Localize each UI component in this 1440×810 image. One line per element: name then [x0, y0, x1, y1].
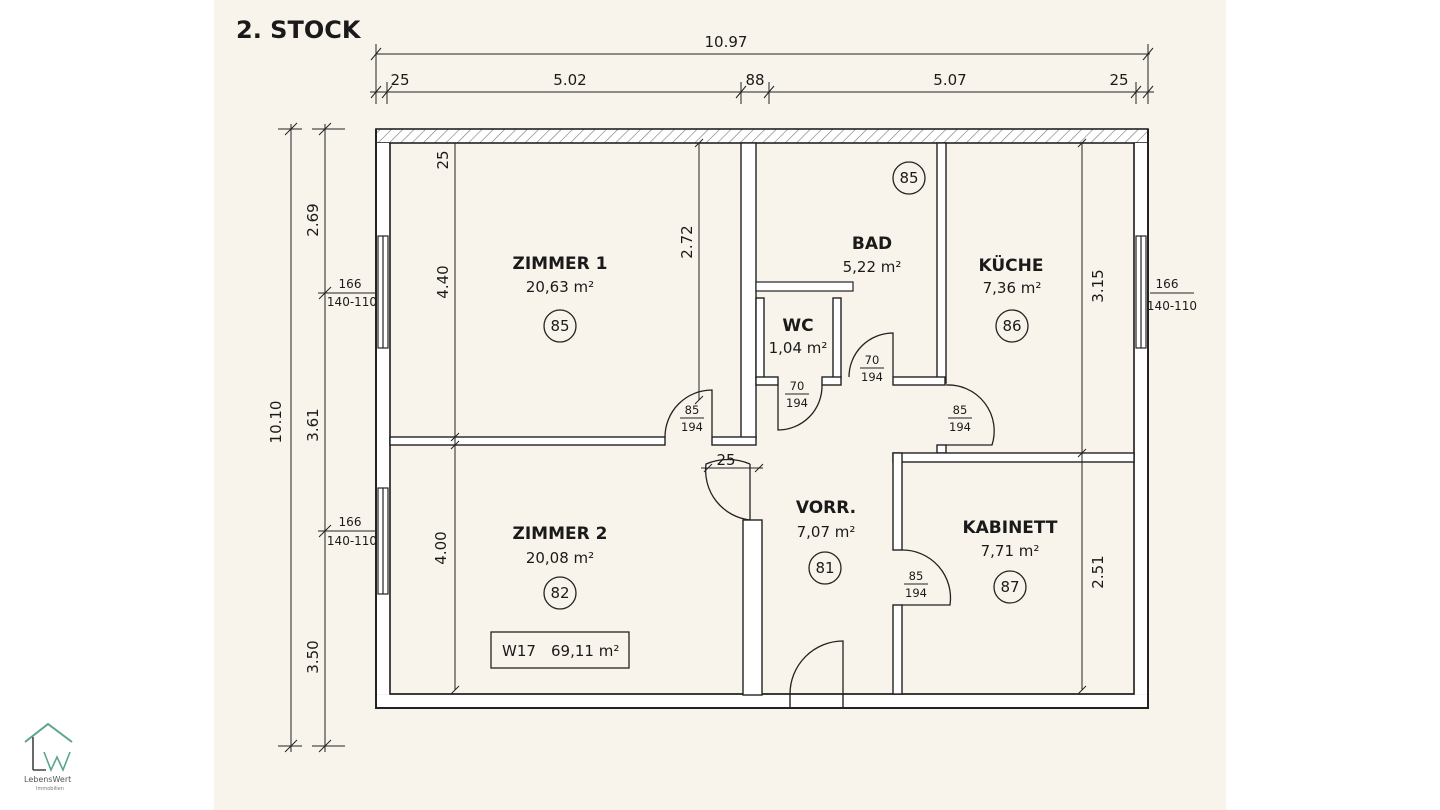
room-area: 7,07 m²: [797, 523, 856, 541]
dim-height-bot: 3.50: [304, 640, 322, 673]
dim-seg-e: 25: [1109, 71, 1128, 89]
window-right-height: 140-110: [1147, 299, 1197, 313]
room-kueche: KÜCHE 7,36 m² 86: [979, 254, 1044, 343]
door-kabinett-width: 85: [909, 569, 924, 583]
window-left-bottom-height: 140-110: [327, 534, 377, 548]
dim-total-width: 10.97: [705, 33, 748, 51]
door-zimmer1-width: 85: [685, 403, 700, 417]
dim-zimmer1-height: 4.40: [434, 265, 452, 298]
room-zimmer2: ZIMMER 2 20,08 m² 82: [513, 524, 608, 610]
left-dimension-lines: [278, 122, 380, 753]
dim-kabinett-height: 2.51: [1089, 555, 1107, 588]
door-zimmer1-height: 194: [681, 420, 703, 434]
door-kueche-width: 85: [953, 403, 968, 417]
room-badge: 85: [899, 169, 918, 187]
room-badge-circle: [892, 161, 926, 195]
top-dimension-lines: [370, 44, 1154, 104]
door-swings: [664, 332, 995, 695]
dim-seg-a: 25: [390, 71, 409, 89]
room-name: ZIMMER 1: [513, 254, 608, 274]
room-area: 20,63 m²: [526, 278, 594, 296]
window-left-top-width: 166: [339, 277, 362, 291]
room-badge-circle: [808, 551, 842, 585]
window-label-lines: [330, 292, 1194, 532]
dim-kueche-height: 3.15: [1089, 269, 1107, 302]
room-badge: 86: [1002, 317, 1021, 335]
room-area: 7,71 m²: [981, 542, 1040, 560]
paper-background: [214, 0, 1226, 810]
logo-roof-icon: [24, 722, 73, 743]
windows: [377, 235, 1147, 595]
room-area: 20,08 m²: [526, 549, 594, 567]
room-area: 5,22 m²: [843, 258, 902, 276]
door-kabinett-height: 194: [905, 586, 927, 600]
door-zimmer2: [704, 458, 751, 521]
room-wc: WC 1,04 m²: [769, 316, 828, 357]
door-bad: [848, 332, 894, 378]
logo-name: LebensWert: [24, 775, 71, 784]
room-name: VORR.: [796, 498, 856, 518]
door-entry: [789, 640, 844, 695]
door-bad-width: 70: [865, 353, 880, 367]
top-wall-hatched: [375, 128, 1149, 144]
room-badge-circle: [543, 309, 577, 343]
room-name: ZIMMER 2: [513, 524, 608, 544]
room-area: 1,04 m²: [769, 339, 828, 357]
dim-seg-c: 88: [745, 71, 764, 89]
dim-seg-d: 5.07: [933, 71, 966, 89]
window-left-top-height: 140-110: [327, 295, 377, 309]
room-badge-circle: [543, 576, 577, 610]
door-kueche: [945, 384, 995, 446]
interior-dimension-lines: [450, 138, 1087, 695]
dim-seg-b: 5.02: [553, 71, 586, 89]
room-badge: 82: [550, 584, 569, 602]
room-name: KABINETT: [962, 518, 1057, 538]
dim-zimmer1-inner: 2.72: [678, 225, 696, 258]
room-badge-circle: [995, 309, 1029, 343]
dim-zimmer1-sill: 25: [434, 150, 452, 169]
logo-w-icon: [43, 751, 71, 773]
dim-height-mid: 3.61: [304, 408, 322, 441]
window-right-width: 166: [1156, 277, 1179, 291]
door-zimmer1: [664, 389, 713, 438]
door-labels: 85 194 70 194 70 194 85 194 85 194: [680, 353, 972, 600]
room-vorraum: VORR. 7,07 m² 81: [796, 498, 856, 585]
window-left-bottom-width: 166: [339, 515, 362, 529]
unit-id: W17: [502, 642, 536, 660]
room-kabinett: KABINETT 7,71 m² 87: [962, 518, 1058, 604]
door-wc: [777, 384, 823, 431]
room-badge: 87: [1000, 578, 1019, 596]
dim-wall-thickness: 25: [716, 451, 735, 469]
logo-subtitle: Immobilien: [36, 786, 64, 792]
dim-zimmer2-height: 4.00: [432, 531, 450, 564]
room-name: BAD: [852, 234, 892, 254]
dim-total-height: 10.10: [267, 401, 285, 444]
door-wc-height: 194: [786, 396, 808, 410]
door-kabinett: [901, 549, 952, 606]
unit-area: 69,11 m²: [551, 642, 619, 660]
door-kueche-height: 194: [949, 420, 971, 434]
unit-summary-box: W17 69,11 m²: [490, 631, 630, 669]
dim-height-top: 2.69: [304, 203, 322, 236]
room-bad: 85 BAD 5,22 m²: [843, 161, 926, 276]
door-bad-height: 194: [861, 370, 883, 384]
room-badge: 81: [815, 559, 834, 577]
room-badge: 85: [550, 317, 569, 335]
logo-l-icon: [32, 737, 46, 771]
room-zimmer1: ZIMMER 1 20,63 m² 85: [513, 254, 608, 343]
room-badge-circle: [993, 570, 1027, 604]
room-name: KÜCHE: [979, 254, 1044, 276]
lebenswert-logo: LebensWert Immobilien: [24, 722, 73, 792]
room-name: WC: [782, 316, 813, 336]
door-wc-width: 70: [790, 379, 805, 393]
room-area: 7,36 m²: [983, 279, 1042, 297]
floor-title: 2. STOCK: [236, 16, 362, 44]
